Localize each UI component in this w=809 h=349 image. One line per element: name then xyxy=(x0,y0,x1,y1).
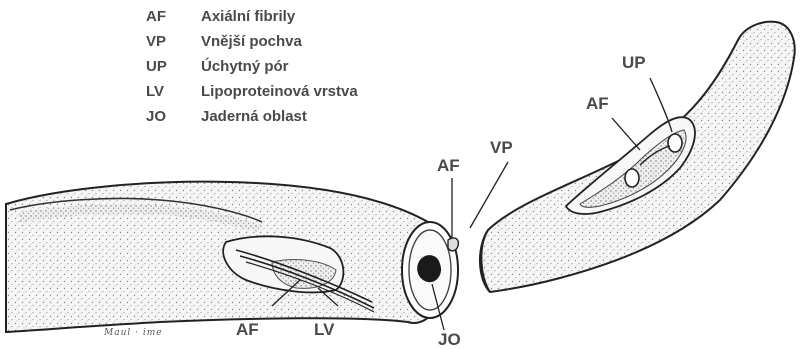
cross-section xyxy=(402,222,458,318)
legend-term: Jaderná oblast xyxy=(201,108,307,125)
callout-up: UP xyxy=(622,53,646,73)
attachment-pore-ring-2 xyxy=(625,169,639,187)
legend-term: Axiální fibrily xyxy=(201,8,295,25)
legend-term: Lipoproteinová vrstva xyxy=(201,83,358,100)
callout-vp: VP xyxy=(490,138,513,158)
callout-af-right: AF xyxy=(586,94,609,114)
legend-item: JO Jaderná oblast xyxy=(146,108,406,133)
legend-item: LV Lipoproteinová vrstva xyxy=(146,83,406,108)
callout-lv: LV xyxy=(314,320,334,340)
legend-abbr: UP xyxy=(146,58,167,75)
legend-abbr: LV xyxy=(146,83,164,100)
axial-fibril-tip xyxy=(448,238,458,251)
leader-af-right xyxy=(612,118,640,150)
legend-term: Vnější pochva xyxy=(201,33,302,50)
legend-term: Úchytný pór xyxy=(201,58,289,75)
artist-signature: Maul · ime xyxy=(104,328,163,338)
callout-jo: JO xyxy=(438,330,461,349)
legend-item: VP Vnější pochva xyxy=(146,33,406,58)
callout-af-tip: AF xyxy=(437,156,460,176)
callout-af-bottom: AF xyxy=(236,320,259,340)
legend-abbr: VP xyxy=(146,33,166,50)
leader-up xyxy=(650,78,672,132)
legend-item: UP Úchytný pór xyxy=(146,58,406,83)
legend-item: AF Axiální fibrily xyxy=(146,8,406,33)
legend: AF Axiální fibrily VP Vnější pochva UP Ú… xyxy=(146,8,406,133)
attachment-pore-ring-1 xyxy=(668,134,682,152)
legend-abbr: JO xyxy=(146,108,166,125)
legend-abbr: AF xyxy=(146,8,166,25)
